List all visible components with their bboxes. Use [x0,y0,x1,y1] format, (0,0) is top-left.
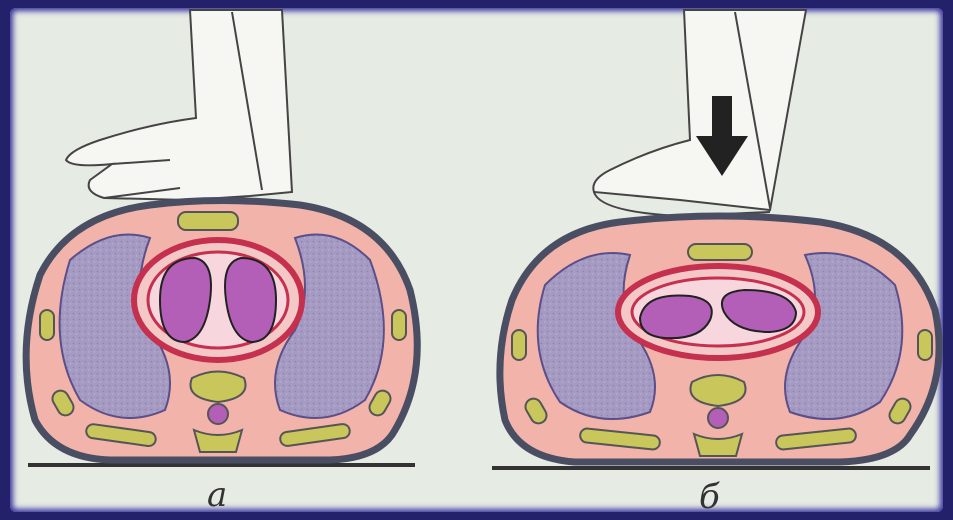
hands-left [66,10,292,200]
chest-section-rest [26,10,417,465]
hands-right [593,10,806,216]
chest-section-compressed [492,10,939,468]
heart-a [134,240,302,360]
heart-b [618,266,818,358]
panel-label-a: а [207,478,227,512]
sternum-b [688,244,752,260]
sternum-a [178,212,238,230]
panel-label-b: б [699,480,720,514]
